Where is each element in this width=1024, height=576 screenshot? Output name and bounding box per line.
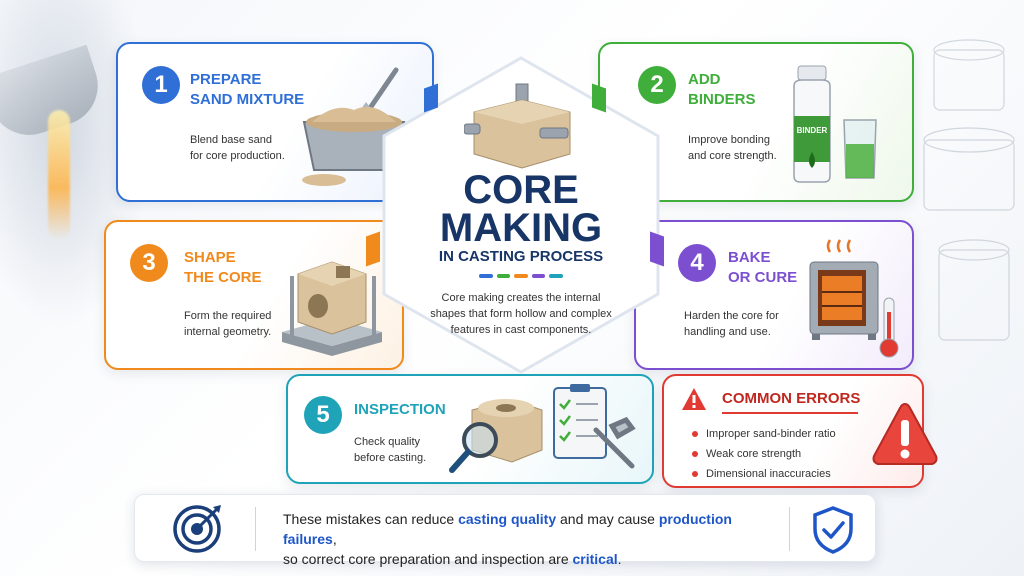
machine-parts-background <box>923 39 1015 341</box>
conclusion-banner: These mistakes can reduce casting qualit… <box>134 494 876 567</box>
color-dots-divider <box>479 274 563 278</box>
banner-text: These mistakes can reduce casting qualit… <box>283 511 732 567</box>
core-block-icon <box>464 83 571 169</box>
shield-check-icon <box>813 506 853 554</box>
step-title: PREPARE SAND MIXTURE <box>190 71 305 108</box>
step-description: Form the required internal geometry. <box>184 310 272 338</box>
common-errors-card: COMMON ERRORS Improper sand-binder ratio… <box>662 374 938 488</box>
step-card-bake-cure: 4 BAKE OR CURE Harden the core for handl… <box>634 220 914 370</box>
target-icon <box>173 505 221 553</box>
warning-triangle-icon <box>682 388 706 410</box>
sand-tray-icon <box>302 67 406 186</box>
bottle-label: BINDER <box>796 126 828 135</box>
banner-divider-left <box>255 507 256 551</box>
step-card-prepare-sand: 1 PREPARE SAND MIXTURE Blend base sand f… <box>116 42 434 202</box>
inspection-icon <box>449 384 636 473</box>
large-warning-icon <box>872 402 938 465</box>
main-description: Core making creates the internal shapes … <box>430 292 612 336</box>
center-title-hexagon: CORE MAKING IN CASTING PROCESS Core maki… <box>376 52 666 378</box>
main-subtitle: IN CASTING PROCESS <box>438 248 604 265</box>
errors-list: Improper sand-binder ratio Weak core str… <box>692 424 836 484</box>
step-title: INSPECTION <box>354 401 446 418</box>
connector-tab-orange <box>366 231 380 267</box>
step-title: ADD BINDERS <box>688 71 756 108</box>
step-number-badge: 5 <box>304 396 342 434</box>
errors-title: COMMON ERRORS <box>722 390 861 407</box>
banner-divider-right <box>789 507 790 551</box>
step-title: BAKE OR CURE <box>728 249 798 286</box>
step-description: Improve bonding and core strength. <box>688 134 777 162</box>
step-card-inspection: 5 INSPECTION Check quality before castin… <box>286 374 654 484</box>
molten-metal-pour <box>48 110 70 240</box>
binder-bottle-icon <box>793 65 877 183</box>
core-box-icon <box>282 261 382 356</box>
connector-tab-blue <box>424 83 438 113</box>
step-number-badge: 2 <box>638 66 676 104</box>
connector-tab-green <box>592 83 606 113</box>
step-card-shape-core: 3 SHAPE THE CORE Form the required inter… <box>104 220 404 370</box>
main-title-line1: CORE <box>463 168 579 212</box>
error-item: Weak core strength <box>692 444 836 464</box>
error-item: Improper sand-binder ratio <box>692 424 836 444</box>
error-item: Dimensional inaccuracies <box>692 464 836 484</box>
step-description: Blend base sand for core production. <box>190 134 285 162</box>
step-description: Check quality before casting. <box>354 436 427 464</box>
connector-tab-purple <box>650 231 664 267</box>
step-number-badge: 3 <box>130 244 168 282</box>
errors-title-underline <box>722 412 858 414</box>
oven-icon <box>809 239 899 358</box>
hexagon-shape <box>382 56 660 374</box>
step-description: Harden the core for handling and use. <box>684 310 779 338</box>
step-title: SHAPE THE CORE <box>184 249 262 286</box>
main-title-line2: MAKING <box>439 206 603 250</box>
step-number-badge: 4 <box>678 244 716 282</box>
step-number-badge: 1 <box>142 66 180 104</box>
